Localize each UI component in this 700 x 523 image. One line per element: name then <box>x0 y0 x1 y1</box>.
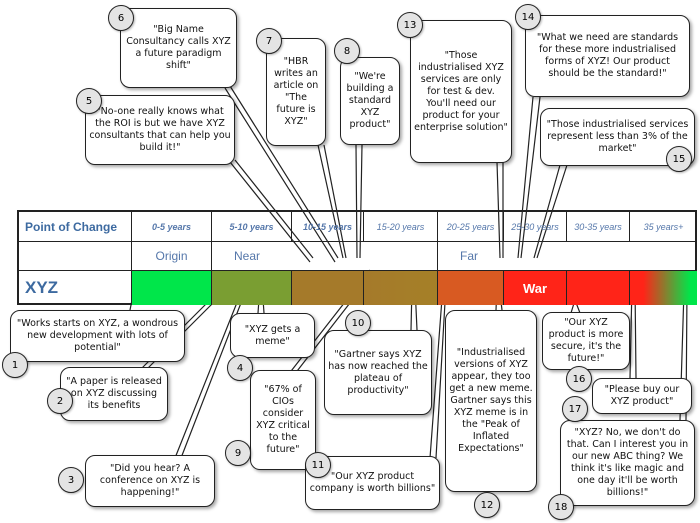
point-of-change-label: Point of Change <box>19 212 132 242</box>
pointer-line <box>429 284 447 459</box>
pointer-line <box>355 144 363 259</box>
callout-3: "Did you hear? A conference on XYZ is ha… <box>85 455 215 507</box>
callout-7: "HBR writes an article on "The future is… <box>266 38 326 146</box>
callout-number: 15 <box>666 146 692 172</box>
callout-number: 2 <box>47 388 73 414</box>
callout-number: 4 <box>227 355 253 381</box>
empty-cell <box>19 242 132 271</box>
period-header: 25-30 years <box>504 212 567 242</box>
callout-2: "A paper is released on XYZ discussing i… <box>60 367 168 421</box>
segment-war: War <box>504 271 567 305</box>
callout-8: "We're building a standard XYZ product" <box>340 57 400 145</box>
callout-number: 11 <box>305 452 331 478</box>
period-header: 35 years+ <box>630 212 697 242</box>
pointer-line <box>517 96 541 259</box>
callout-5: "No-one really knows what the ROI is but… <box>85 95 235 165</box>
period-header: 5-10 years <box>212 212 292 242</box>
callout-12: "Industrialised versions of XYZ appear, … <box>445 310 537 492</box>
callout-13: "Those industrialised XYZ services are o… <box>410 20 512 163</box>
stage-far: Far <box>438 242 697 271</box>
segment <box>364 271 438 305</box>
callout-17: "Please buy our XYZ product" <box>592 378 692 414</box>
segment <box>567 271 630 305</box>
callout-number: 8 <box>334 38 360 64</box>
period-header: 0-5 years <box>132 212 212 242</box>
callout-4: "XYZ gets a meme" <box>230 313 315 358</box>
row-label-xyz: XYZ <box>19 271 132 305</box>
callout-number: 6 <box>108 5 134 31</box>
callout-18: "XYZ? No, we don't do that. Can I intere… <box>560 420 695 506</box>
period-header: 20-25 years <box>438 212 504 242</box>
callout-11: "Our XYZ product company is worth billio… <box>305 456 440 510</box>
callout-number: 13 <box>397 12 423 38</box>
segment-origin <box>132 271 212 305</box>
callout-6: "Big Name Consultancy calls XYZ a future… <box>120 8 237 88</box>
callout-number: 3 <box>58 467 84 493</box>
callout-number: 12 <box>474 492 500 518</box>
callout-number: 5 <box>76 88 102 114</box>
pointer-line <box>224 85 339 263</box>
timeline-table: Point of Change 0-5 years 5-10 years 10-… <box>17 210 697 305</box>
callout-number: 10 <box>345 310 371 336</box>
callout-1: "Works starts on XYZ, a wondrous new dev… <box>10 310 185 362</box>
stage-origin: Origin <box>132 242 212 271</box>
stage-near: Near <box>212 242 438 271</box>
callout-14: "What we need are standards for these mo… <box>525 15 690 97</box>
callout-number: 1 <box>2 352 28 378</box>
period-header: 10-15 years <box>292 212 364 242</box>
callout-number: 9 <box>225 440 251 466</box>
pointer-line <box>317 144 347 259</box>
callout-number: 14 <box>515 4 541 30</box>
callout-number: 17 <box>562 396 588 422</box>
callout-9: "67% of CIOs consider XYZ critical to th… <box>250 370 316 470</box>
callout-16: "Our XYZ product is more secure, it's th… <box>542 312 630 370</box>
segment <box>438 271 504 305</box>
callout-number: 7 <box>256 28 282 54</box>
period-header: 15-20 years <box>364 212 438 242</box>
callout-10: "Gartner says XYZ has now reached the pl… <box>324 330 432 415</box>
segment-near <box>212 271 292 305</box>
period-header: 30-35 years <box>567 212 630 242</box>
callout-number: 18 <box>548 494 574 520</box>
segment <box>292 271 364 305</box>
callout-number: 16 <box>566 366 592 392</box>
segment-renewal <box>630 271 697 305</box>
